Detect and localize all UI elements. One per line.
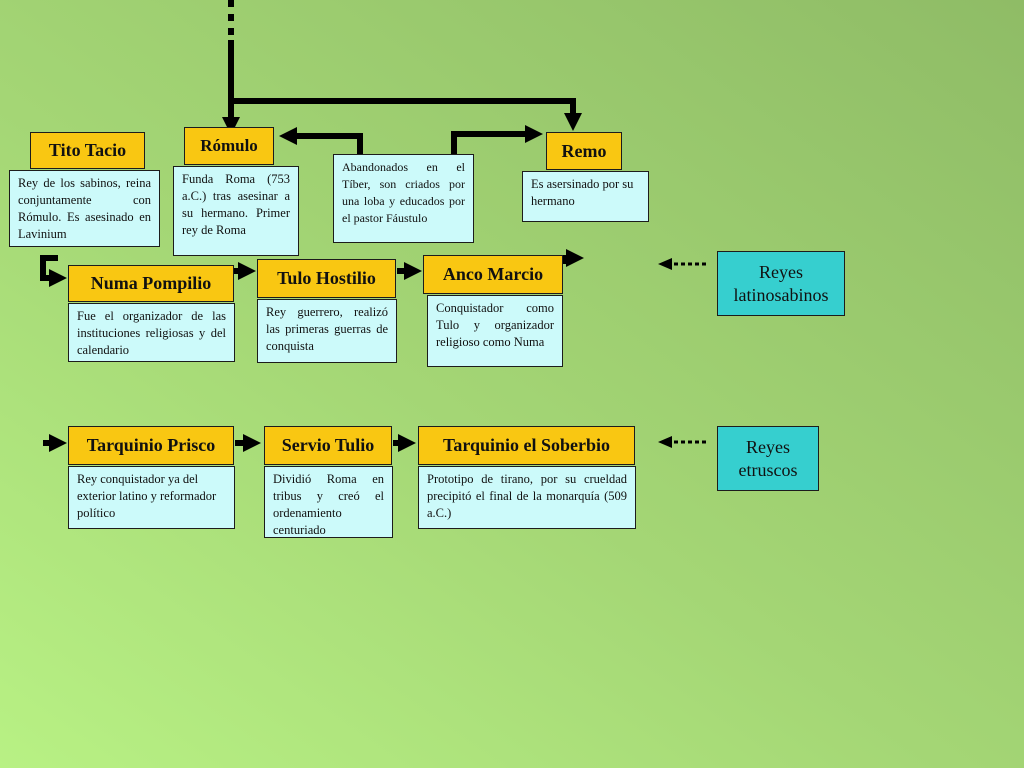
tulo-hostilio-desc: Rey guerrero, realizó las primeras guerr… <box>257 299 397 363</box>
remo-title: Remo <box>546 132 622 170</box>
numa-pompilio-title: Numa Pompilio <box>68 265 234 302</box>
tito-tacio-title: Tito Tacio <box>30 132 145 169</box>
tito-to-numa <box>40 255 67 287</box>
servio-tulio-title: Servio Tulio <box>264 426 392 465</box>
abandonados-to-remo <box>451 125 543 154</box>
reyes-etruscos-label: Reyes etruscos <box>717 426 819 491</box>
tarquinio-prisco-title: Tarquinio Prisco <box>68 426 234 465</box>
abandonados-desc: Abandonados en el Tíber, son criados por… <box>333 154 474 243</box>
servio-tulio-desc: Dividió Roma en tribus y creó el ordenam… <box>264 466 393 538</box>
trunk-to-remo <box>231 98 582 131</box>
tarquinio-soberbio-title: Tarquinio el Soberbio <box>418 426 635 465</box>
anco-marcio-desc: Conquistador como Tulo y organizador rel… <box>427 295 563 367</box>
romulo-desc: Funda Roma (753 a.C.) tras asesinar a su… <box>173 166 299 256</box>
abandonados-to-romulo <box>279 127 363 154</box>
numa-pompilio-desc: Fue el organizador de las instituciones … <box>68 303 235 362</box>
tarquinio-prisco-desc: Rey conquistador ya del exterior latino … <box>68 466 235 529</box>
tito-tacio-desc: Rey de los sabinos, reina conjuntamente … <box>9 170 160 247</box>
romulo-title: Rómulo <box>184 127 274 165</box>
tulo-hostilio-title: Tulo Hostilio <box>257 259 396 298</box>
anco-to-next <box>560 249 584 267</box>
anco-marcio-title: Anco Marcio <box>423 255 563 294</box>
remo-desc: Es asersinado por su hermano <box>522 171 649 222</box>
tarquinio-soberbio-desc: Prototipo de tirano, por su crueldad pre… <box>418 466 636 529</box>
reyes-latinosabinos-label: Reyes latinosabinos <box>717 251 845 316</box>
